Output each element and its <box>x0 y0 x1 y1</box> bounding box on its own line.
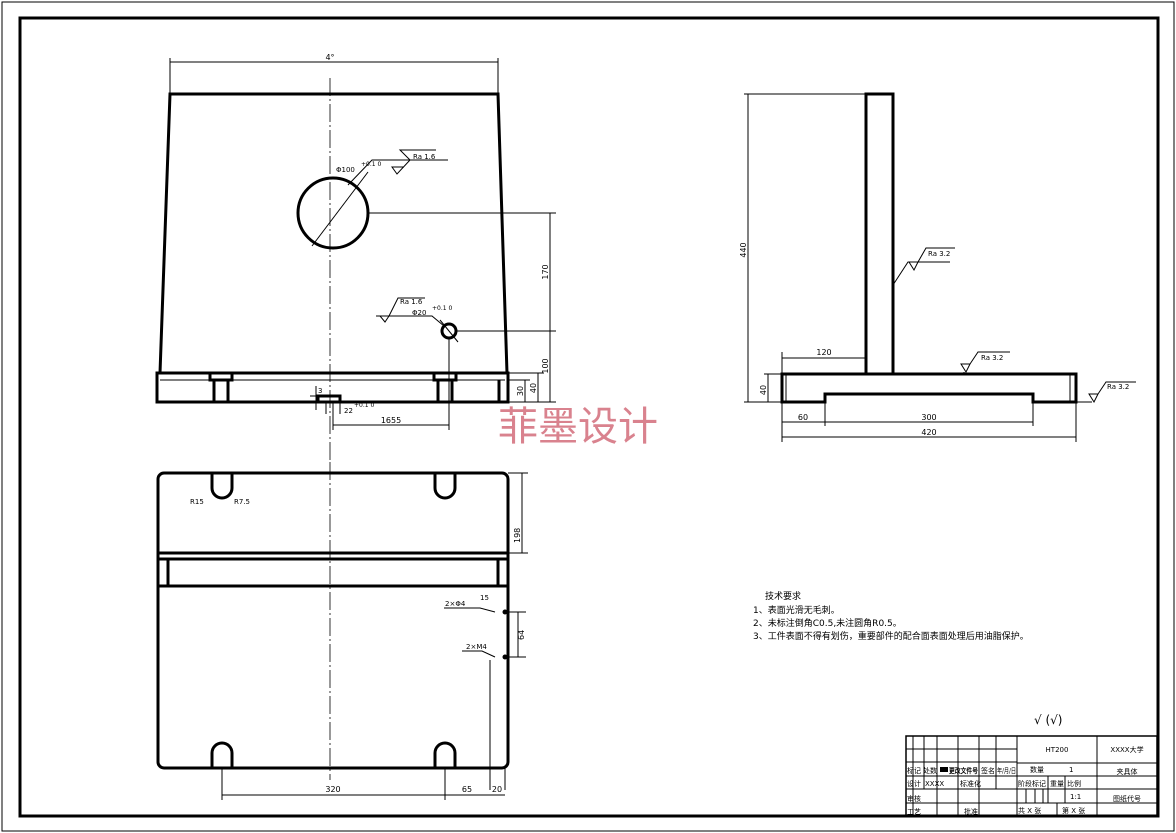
material: HT200 <box>1046 746 1069 754</box>
date-label: 年/月/日 <box>997 766 1016 775</box>
dim-1655: 1655 <box>381 416 401 425</box>
count-label: 处数 <box>923 766 937 775</box>
school: XXXX大学 <box>1110 745 1143 754</box>
scale: 1:1 <box>1070 793 1081 801</box>
weight-label: 重量 <box>1050 780 1064 788</box>
drawing-frame <box>18 16 1160 818</box>
general-roughness-symbol: √ (√) <box>1034 713 1062 727</box>
designer: XXXX <box>925 780 944 788</box>
design-label: 设计 <box>907 779 921 788</box>
tech-req-item: 3、工件表面不得有划伤，重要部件的配合面表面处理后用油脂保护。 <box>753 630 1029 642</box>
process-label: 工艺 <box>907 808 921 816</box>
stage-label: 阶段标记 <box>1018 779 1046 788</box>
mark-label: 标记 <box>907 766 921 775</box>
part-name: 夹具体 <box>1117 767 1138 776</box>
standard-label: 标准化 <box>960 779 981 788</box>
small-hole-tolerance: +0.1 0 <box>432 305 452 312</box>
roughness-label: Ra 3.2 <box>1107 383 1129 391</box>
top-view: R15 R7.5 198 2×Φ4 15 2×M4 64 320 65 20 <box>156 462 528 800</box>
qty-label: 数量 <box>1030 765 1044 774</box>
bore-tolerance: +0.1 0 <box>361 161 381 168</box>
qty: 1 <box>1069 766 1073 774</box>
hole-depth: 15 <box>480 594 489 602</box>
small-hole-dim-label: Φ20 <box>412 309 426 317</box>
dim-angle: 4° <box>325 53 334 62</box>
dim-22-tolerance: +0.1 0 <box>354 402 374 409</box>
dim-20: 20 <box>492 785 502 794</box>
dim-65: 65 <box>462 785 472 794</box>
roughness-label: Ra 3.2 <box>928 250 950 258</box>
dim-64: 64 <box>517 630 526 640</box>
roughness-label: Ra 3.2 <box>981 354 1003 362</box>
dim-60: 60 <box>798 413 808 422</box>
sign-label: 签名 <box>981 766 995 775</box>
front-view: 4° Φ100 +0.1 0 Ra 1.6 Φ20 +0.1 0 Ra 1.6 … <box>155 53 556 460</box>
scale-label: 比例 <box>1067 779 1081 788</box>
sheet: 第 X 张 <box>1062 806 1085 815</box>
dim-3: 3 <box>318 387 322 395</box>
dim-440: 440 <box>739 242 748 257</box>
title-block: HT200 XXXX大学 夹具体 图纸代号 数量 1 阶段标记 重量 比例 1:… <box>905 735 1158 817</box>
dim-100: 100 <box>541 358 550 373</box>
dim-320: 320 <box>325 785 340 794</box>
tech-req-item: 2、未标注倒角C0.5,未注圆角R0.5。 <box>753 617 902 629</box>
bore-hole <box>296 176 370 250</box>
dim-22: 22 <box>344 407 353 415</box>
file-label: 更改文件号 <box>949 766 978 775</box>
dim-40: 40 <box>529 383 538 393</box>
dim-170: 170 <box>541 264 550 279</box>
drawing-number: 图纸代号 <box>1113 794 1141 803</box>
roughness-label: Ra 1.6 <box>413 153 436 161</box>
thread-note: 2×M4 <box>466 643 487 651</box>
dim-420: 420 <box>921 428 936 437</box>
roughness-label: Ra 1.6 <box>400 298 423 306</box>
dim-300: 300 <box>921 413 936 422</box>
dim-198: 198 <box>513 528 522 543</box>
review-label: 审核 <box>907 794 921 803</box>
side-view: 440 120 40 60 300 420 Ra 3.2 Ra 3.2 Ra 3… <box>739 92 1136 442</box>
r15-label: R15 <box>190 498 204 506</box>
dim-120: 120 <box>816 348 831 357</box>
bore-dim-label: Φ100 <box>336 166 355 174</box>
tech-req-title: 技术要求 <box>765 590 801 602</box>
r75-label: R7.5 <box>234 498 250 506</box>
dim-40-side: 40 <box>759 385 768 395</box>
watermark: 菲墨设计 <box>498 404 658 450</box>
sheets: 共 X 张 <box>1018 806 1041 815</box>
tech-requirements: 技术要求 1、表面光滑无毛刺。 2、未标注倒角C0.5,未注圆角R0.5。 3、… <box>753 590 1029 642</box>
tech-req-item: 1、表面光滑无毛刺。 <box>753 604 840 616</box>
hole-note: 2×Φ4 <box>445 600 466 608</box>
approve-label: 批准 <box>964 807 978 816</box>
dim-30: 30 <box>516 386 525 396</box>
